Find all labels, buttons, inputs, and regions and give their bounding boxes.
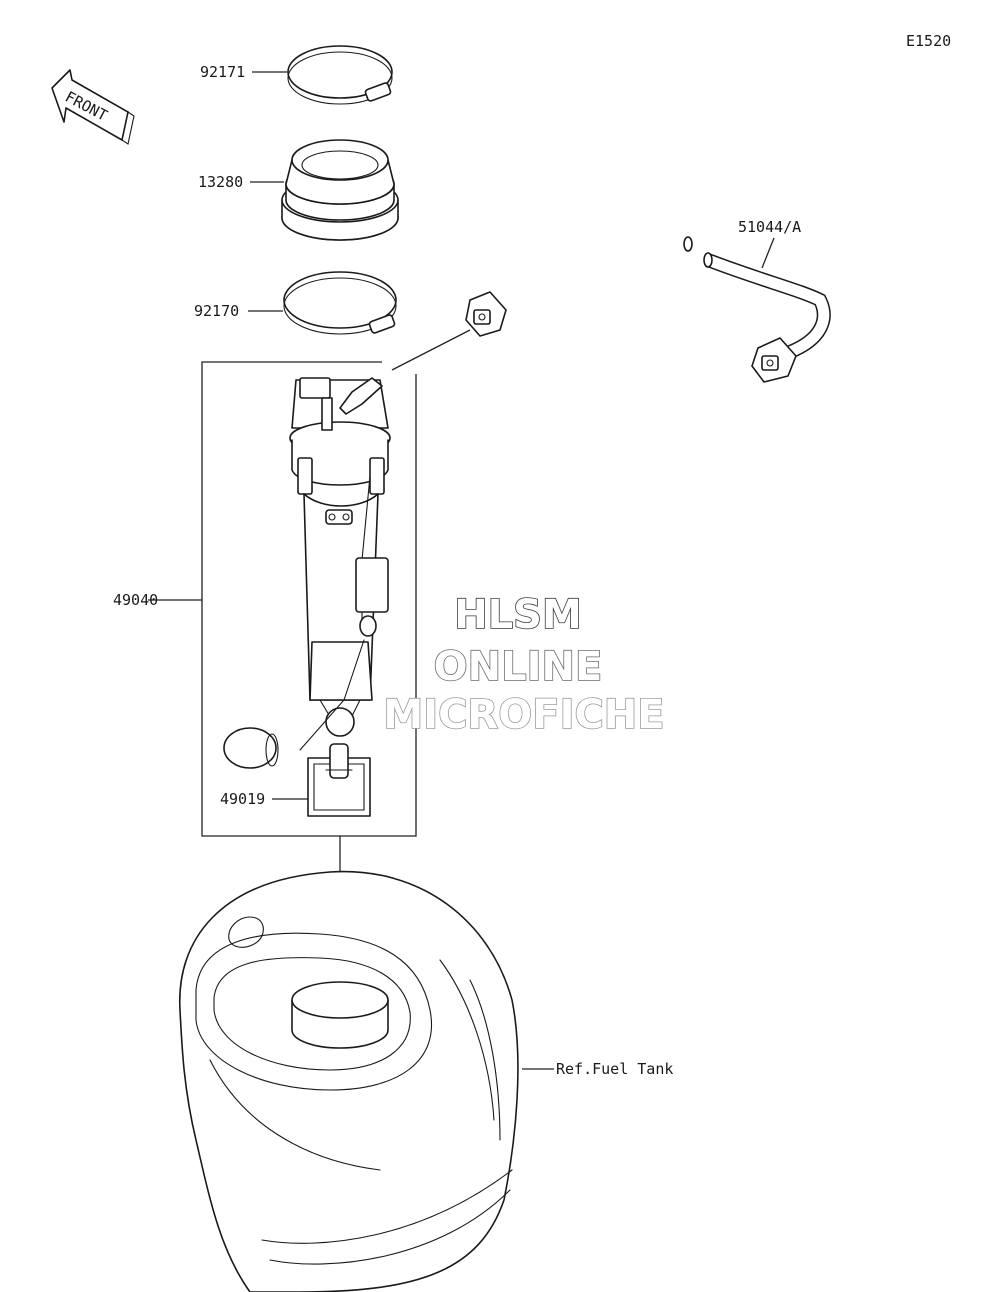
assembly-bracket [201, 361, 417, 837]
watermark-line-2: ONLINE [434, 644, 603, 690]
harness-connector-left[interactable] [465, 291, 507, 337]
watermark: HLSM ONLINE MICROFICHE [383, 591, 666, 739]
upper-clamp[interactable] [287, 45, 393, 105]
label-13280[interactable]: 13280 [198, 173, 243, 191]
leader-51044 [761, 237, 775, 269]
label-51044a[interactable]: 51044/A [738, 218, 801, 236]
fuel-level-float[interactable] [223, 727, 279, 769]
fuel-pump-assembly[interactable] [289, 377, 391, 751]
tank-filler-neck[interactable] [291, 981, 389, 1049]
harness-connector-right[interactable] [751, 337, 797, 383]
diagram-code: E1520 [906, 32, 951, 50]
front-direction-icon: FRONT [51, 69, 135, 145]
fuel-filter[interactable] [307, 743, 371, 817]
wire-harness[interactable] [465, 204, 831, 383]
watermark-line-1: HLSM [454, 592, 582, 638]
lower-clamp[interactable] [283, 271, 397, 335]
fuel-tank[interactable] [179, 870, 519, 1292]
label-ref-fuel-tank[interactable]: Ref.Fuel Tank [556, 1060, 673, 1078]
leader-connector [391, 329, 471, 371]
fuel-pump-boot[interactable] [281, 139, 399, 241]
label-49019[interactable]: 49019 [220, 790, 265, 808]
label-92171[interactable]: 92171 [200, 63, 245, 81]
watermark-line-3: MICROFICHE [383, 692, 664, 738]
label-49040[interactable]: 49040 [113, 591, 158, 609]
label-92170[interactable]: 92170 [194, 302, 239, 320]
